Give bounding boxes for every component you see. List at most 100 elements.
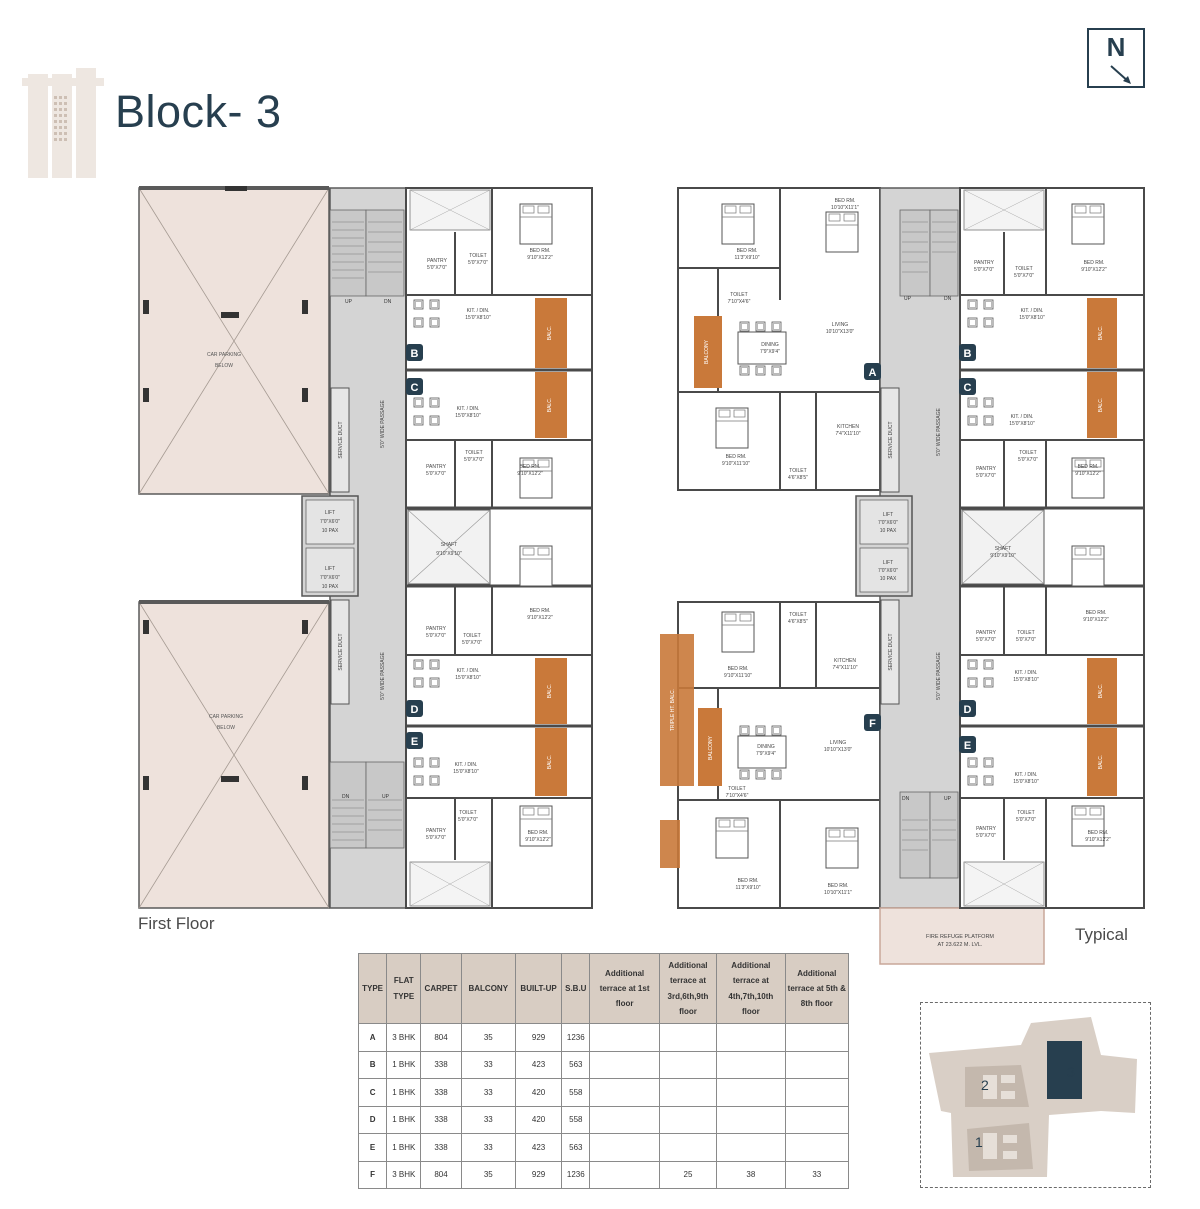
table-cell xyxy=(589,1023,660,1052)
marker-b-typical: B xyxy=(959,344,976,361)
service-duct-4: SERVICE DUCT xyxy=(888,633,894,670)
marker-b-first: B xyxy=(406,344,423,361)
stair-up-4: UP xyxy=(944,796,952,802)
a-dining-label: DINING xyxy=(761,342,779,348)
table-row: D 1 BHK 338 33 420 558 xyxy=(357,1105,850,1134)
triple-ht-1: TRIPLE HT. BALC. xyxy=(670,689,676,731)
stair-up-2: UP xyxy=(382,794,390,800)
north-letter: N xyxy=(1106,32,1126,62)
table-cell: 35 xyxy=(460,1160,516,1189)
table-header: Additional terrace at 5th & 8th floor xyxy=(784,953,850,1024)
t-bed-e-dim: 9'10"X12'2" xyxy=(1085,837,1111,843)
table-row: A 3 BHK 804 35 929 1236 xyxy=(357,1023,850,1052)
passage-label-1: 5'0" WIDE PASSAGE xyxy=(380,400,386,448)
f-kitchen-dim: 7'4"X11'10" xyxy=(832,665,857,671)
table-cell xyxy=(784,1050,850,1079)
toilet-d-label: TOILET xyxy=(463,633,480,639)
bed-b-label: BED RM. xyxy=(530,248,551,254)
table-cell: A xyxy=(357,1023,388,1052)
lift-4-label: LIFT xyxy=(883,560,893,566)
table-cell xyxy=(589,1078,660,1107)
table-cell xyxy=(658,1023,718,1052)
north-arrow: N xyxy=(1087,28,1145,88)
kit-d-dim: 15'0"X8'10" xyxy=(455,675,481,681)
t-toilet-e-dim: 5'0"X7'0" xyxy=(1016,817,1036,823)
table-cell: 25 xyxy=(658,1160,718,1189)
bed-e-dim: 9'10"X12'2" xyxy=(525,837,551,843)
keyplan-block-3: 3 xyxy=(1067,1064,1075,1080)
balcony-a-label: BALCONY xyxy=(704,339,710,364)
table-cell: 38 xyxy=(716,1160,786,1189)
toilet-e-dim: 5'0"X7'0" xyxy=(458,817,478,823)
table-cell: 1 BHK xyxy=(386,1078,422,1107)
lift-3-label: LIFT xyxy=(883,512,893,518)
brand-logo xyxy=(22,68,104,178)
passage-label-2: 5'0" WIDE PASSAGE xyxy=(380,652,386,700)
toilet-c-dim: 5'0"X7'0" xyxy=(464,457,484,463)
lift-1-pax: 10 PAX xyxy=(322,528,339,534)
bed-c-dim: 9'10"X12'2" xyxy=(517,471,543,477)
table-cell: 1 BHK xyxy=(386,1133,422,1162)
svg-text:C: C xyxy=(964,382,972,394)
lift-2-dim: 7'0"X6'0" xyxy=(320,575,340,581)
table-cell: 3 BHK xyxy=(386,1023,422,1052)
table-cell: 423 xyxy=(514,1050,563,1079)
table-header: Additional terrace at 4th,7th,10th floor xyxy=(716,953,786,1024)
pantry-e-label: PANTRY xyxy=(426,828,446,834)
toilet-c-label: TOILET xyxy=(465,450,482,456)
table-cell xyxy=(589,1160,660,1189)
table-header: FLAT TYPE xyxy=(386,953,422,1024)
table-cell: 804 xyxy=(420,1160,462,1189)
table-row: B 1 BHK 338 33 423 563 xyxy=(357,1050,850,1079)
stair-up-3: UP xyxy=(904,296,912,302)
pantry-d-label: PANTRY xyxy=(426,626,446,632)
pantry-c-label: PANTRY xyxy=(426,464,446,470)
table-header: BALCONY xyxy=(460,953,516,1024)
lift-2-pax: 10 PAX xyxy=(322,584,339,590)
table-cell xyxy=(784,1023,850,1052)
marker-c-typical: C xyxy=(959,378,976,395)
t-toilet-e-label: TOILET xyxy=(1017,810,1034,816)
kit-c-dim: 15'0"X8'10" xyxy=(455,413,481,419)
service-duct-1: SERVICE DUCT xyxy=(338,421,344,458)
table-cell: 35 xyxy=(460,1023,516,1052)
svg-text:E: E xyxy=(964,740,971,752)
a-bed3-dim: 9'10"X11'10" xyxy=(722,461,750,467)
pantry-b-dim: 5'0"X7'0" xyxy=(427,265,447,271)
a-kitchen-dim: 7'4"X11'10" xyxy=(835,431,860,437)
t-bed-c-label: BED RM. xyxy=(1078,464,1099,470)
f-bed1-dim: 11'3"X9'10" xyxy=(735,885,760,891)
t-pantry-e-dim: 5'0"X7'0" xyxy=(976,833,996,839)
table-cell xyxy=(589,1050,660,1079)
stair-dn-2: DN xyxy=(342,794,350,800)
passage-label-4: 5'0" WIDE PASSAGE xyxy=(936,652,942,700)
t-toilet-c-label: TOILET xyxy=(1019,450,1036,456)
t-pantry-c-dim: 5'0"X7'0" xyxy=(976,473,996,479)
table-cell: 804 xyxy=(420,1023,462,1052)
a-toilet2-dim: 4'6"X8'5" xyxy=(788,475,808,481)
typical-floor-plan: BALCONY BALCONY TRIPLE HT. BALC. BED RM.… xyxy=(660,187,1145,965)
t-toilet-c-dim: 5'0"X7'0" xyxy=(1018,457,1038,463)
table-cell: E xyxy=(357,1133,388,1162)
svg-text:E: E xyxy=(411,736,418,748)
stair-dn-3: DN xyxy=(944,296,952,302)
parking-below-2: BELOW xyxy=(217,725,235,731)
passage-label-3: 5'0" WIDE PASSAGE xyxy=(936,408,942,456)
marker-d-first: D xyxy=(406,700,423,717)
key-plan-map: 2 1 3 xyxy=(929,1017,1137,1177)
shaft-dim-2: 9'10"X9'10" xyxy=(990,553,1016,559)
t-toilet-d-label: TOILET xyxy=(1017,630,1034,636)
table-cell xyxy=(658,1105,718,1134)
table-row: C 1 BHK 338 33 420 558 xyxy=(357,1078,850,1107)
a-living-dim: 10'10"X13'0" xyxy=(826,329,854,335)
lift-4-dim: 7'0"X6'0" xyxy=(878,568,898,574)
svg-text:D: D xyxy=(411,704,419,716)
balc-label-b2: BALC. xyxy=(1098,326,1104,340)
svg-text:F: F xyxy=(869,718,876,730)
bed-c-label: BED RM. xyxy=(520,464,541,470)
shaft-label-2: SHAFT xyxy=(995,546,1011,552)
f-toilet2-label: TOILET xyxy=(789,612,806,618)
table-row: F 3 BHK 804 35 929 1236 25 38 33 xyxy=(357,1160,850,1189)
t-bed-b-dim: 9'10"X12'2" xyxy=(1081,267,1107,273)
